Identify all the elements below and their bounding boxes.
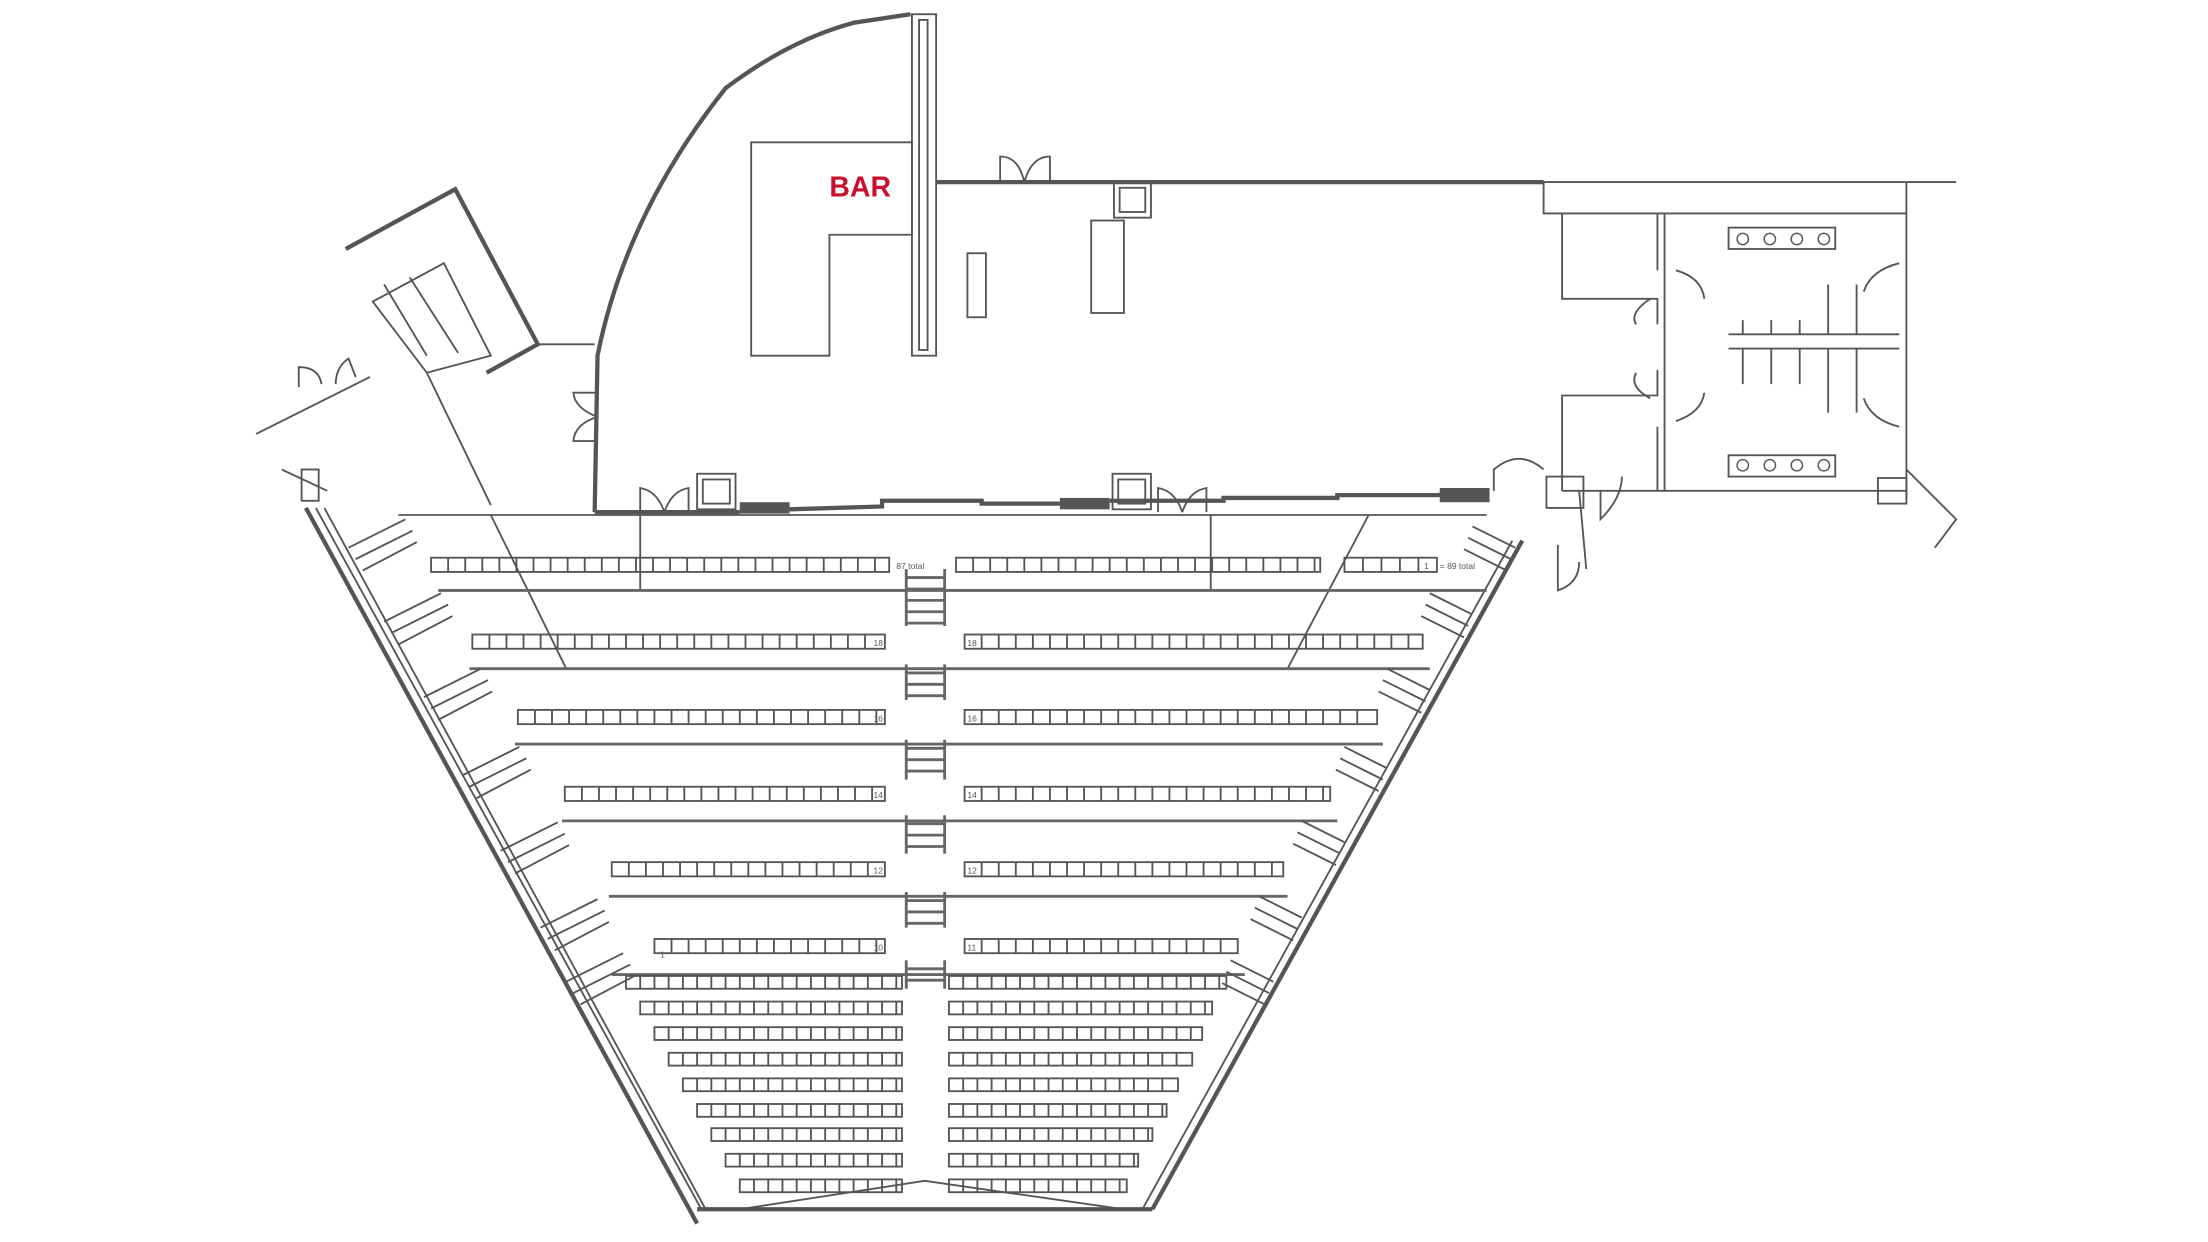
side-door[interactable] <box>572 391 598 442</box>
right-aisle-stair <box>1250 895 1303 942</box>
left-aisle-stair <box>383 592 453 646</box>
row-label-right-14: 14 <box>967 790 977 800</box>
aisle-rail <box>904 960 947 989</box>
seat-row-left <box>653 938 886 955</box>
column-markers <box>696 181 1908 511</box>
right-aisle-stair <box>1378 667 1431 714</box>
lower-seat-row-left <box>625 975 903 990</box>
seat-row-left <box>471 633 886 650</box>
seat-row-left <box>430 556 891 573</box>
stairwell <box>255 186 595 506</box>
lower-seat-row-left <box>738 1178 903 1194</box>
left-aisle-stair <box>461 746 532 799</box>
double-door[interactable] <box>1157 486 1208 513</box>
row-label-left-12: 12 <box>874 866 884 876</box>
seat-row-right-extension <box>1343 556 1438 573</box>
right-total-label: = 89 total <box>1440 561 1475 571</box>
restrooms <box>1492 213 1958 592</box>
lower-seat-row-left <box>653 1026 903 1041</box>
double-door[interactable] <box>999 155 1051 183</box>
accessible-seat-label: 1 <box>660 949 665 959</box>
lower-seat-row-left <box>696 1103 903 1118</box>
seat-row-right <box>963 633 1424 650</box>
lower-seat-row-right <box>948 1152 1140 1168</box>
row-label-right-18: 18 <box>967 638 977 648</box>
lower-seat-row-right <box>948 1127 1154 1142</box>
lower-seat-row-left <box>681 1077 903 1093</box>
lower-seat-row-left <box>710 1127 903 1142</box>
auditorium: 87 total = 89 total 1 18 16 14 12 10 18 … <box>304 506 1525 1225</box>
bar-label: BAR <box>829 171 891 203</box>
seat-row-left <box>516 708 886 726</box>
seat-row-left <box>563 785 886 802</box>
row-label-right-12: 12 <box>967 866 977 876</box>
row-label-left-16: 16 <box>874 713 884 723</box>
right-aisle-stair <box>1221 959 1274 1006</box>
row-label-left-10: 10 <box>874 942 884 952</box>
row-separators <box>438 588 1487 976</box>
lobby-area: BAR <box>572 12 1957 515</box>
aisle-rail <box>904 892 947 928</box>
row-label-right-11: 11 <box>967 942 976 952</box>
double-door[interactable] <box>639 486 690 513</box>
side-aisle-stairs <box>348 518 1516 1006</box>
lower-seat-row-right <box>948 975 1228 990</box>
left-aisle-stair <box>423 667 493 721</box>
seat-row-right <box>963 861 1285 878</box>
auditorium-left-wall <box>304 506 699 1225</box>
left-aisle-stair <box>500 821 570 875</box>
lower-seat-row-left <box>667 1051 903 1067</box>
seat-row-right <box>955 556 1322 573</box>
seat-one-label: 1 <box>1424 561 1429 571</box>
left-total-label: 87 total <box>896 561 924 571</box>
bar-back-counter <box>911 13 938 357</box>
seat-row-right <box>963 708 1379 726</box>
seating-rows <box>430 556 1438 1194</box>
curved-lobby-wall <box>592 12 911 513</box>
left-aisle-stair <box>540 898 610 952</box>
row-label-left-18: 18 <box>874 638 884 648</box>
lower-seat-row-left <box>639 1000 903 1016</box>
lower-seat-row-right <box>948 1000 1214 1016</box>
seat-row-right <box>963 785 1332 802</box>
lower-seat-row-right <box>948 1026 1204 1041</box>
lower-seat-row-right <box>948 1178 1128 1194</box>
row-label-left-14: 14 <box>874 790 884 800</box>
auditorium-right-wall <box>1150 539 1525 1211</box>
aisle-rail <box>904 664 947 700</box>
left-aisle-stair <box>348 518 418 572</box>
right-aisle-stair <box>1420 592 1473 639</box>
lower-seat-row-right <box>948 1103 1168 1118</box>
lower-seat-row-left <box>724 1152 903 1168</box>
left-aisle-stair <box>565 952 635 1006</box>
right-aisle-stair <box>1463 525 1516 572</box>
right-aisle-stair <box>1335 746 1388 792</box>
center-aisle-steps <box>904 569 947 989</box>
lower-seat-row-right <box>948 1051 1194 1067</box>
right-aisle-stair <box>1292 820 1345 866</box>
row-label-right-16: 16 <box>967 713 977 723</box>
bar-counter <box>750 141 913 357</box>
